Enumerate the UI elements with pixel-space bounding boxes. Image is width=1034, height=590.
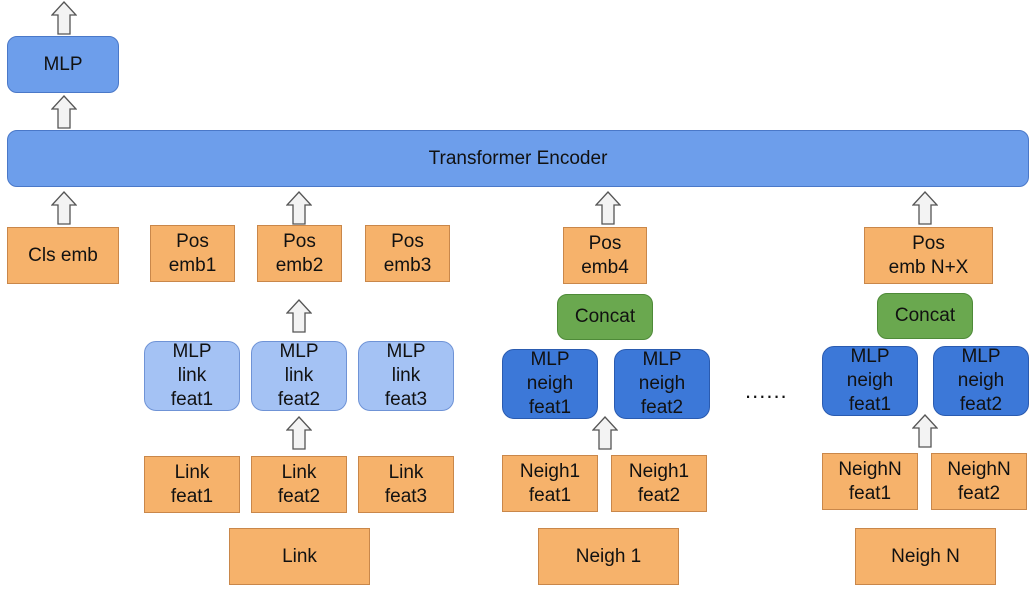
neighN-root-box: Neigh N <box>855 528 996 585</box>
mlp-link-feat3-box: MLP link feat3 <box>358 341 454 411</box>
link-feat1-box: Link feat1 <box>144 456 240 513</box>
arrow-up-icon <box>912 414 938 448</box>
neighN-feat2-box: NeighN feat2 <box>931 453 1027 510</box>
arrow-up-icon <box>51 1 77 35</box>
arrow-up-icon <box>51 191 77 225</box>
arrow-up-icon <box>51 95 77 129</box>
mlp-neighN-feat1-box: MLP neigh feat1 <box>822 346 918 416</box>
neigh1-root-box: Neigh 1 <box>538 528 679 585</box>
mlp-neighN-feat2-box: MLP neigh feat2 <box>933 346 1029 416</box>
arrow-up-icon <box>286 299 312 333</box>
neigh1-feat2-box: Neigh1 feat2 <box>611 455 707 512</box>
mlp-link-feat2-box: MLP link feat2 <box>251 341 347 411</box>
link-root-box: Link <box>229 528 370 585</box>
pos-emb4-box: Pos emb4 <box>563 227 647 284</box>
transformer-encoder-box: Transformer Encoder <box>7 130 1029 187</box>
cls-emb-box: Cls emb <box>7 227 119 284</box>
concat-neighN-box: Concat <box>877 293 973 339</box>
pos-emb3-box: Pos emb3 <box>365 225 450 282</box>
pos-emb1-box: Pos emb1 <box>150 225 235 282</box>
mlp-neigh1-feat2-box: MLP neigh feat2 <box>614 349 710 419</box>
arrow-up-icon <box>592 416 618 450</box>
neigh1-feat1-box: Neigh1 feat1 <box>502 455 598 512</box>
neighN-feat1-box: NeighN feat1 <box>822 453 918 510</box>
concat-neigh1-box: Concat <box>557 294 653 340</box>
ellipsis: ...... <box>745 378 788 403</box>
link-feat2-box: Link feat2 <box>251 456 347 513</box>
mlp-link-feat1-box: MLP link feat1 <box>144 341 240 411</box>
arrow-up-icon <box>286 191 312 225</box>
mlp-neigh1-feat1-box: MLP neigh feat1 <box>502 349 598 419</box>
arrow-up-icon <box>595 191 621 225</box>
top-mlp-box: MLP <box>7 36 119 93</box>
link-feat3-box: Link feat3 <box>358 456 454 513</box>
arrow-up-icon <box>286 416 312 450</box>
arrow-up-icon <box>912 191 938 225</box>
pos-emb-nx-box: Pos emb N+X <box>864 227 993 284</box>
pos-emb2-box: Pos emb2 <box>257 225 342 282</box>
